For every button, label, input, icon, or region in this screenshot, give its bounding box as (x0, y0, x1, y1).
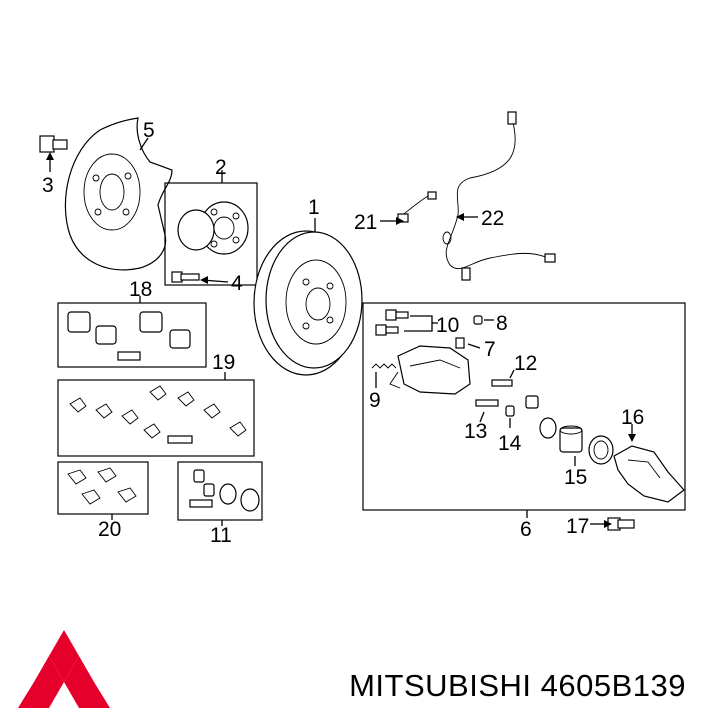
caliper-assembly-box (362, 302, 686, 511)
piston-part-15 (559, 425, 583, 453)
boot-part-14 (505, 405, 515, 417)
callout-19: 19 (212, 351, 235, 374)
hub-part (177, 201, 249, 255)
hardware-clips-part (69, 385, 247, 444)
part-number: 4605B139 (540, 668, 686, 703)
callout-10: 10 (436, 314, 459, 337)
callout-3: 3 (42, 174, 54, 197)
callout-5: 5 (143, 119, 155, 142)
hardware-kit-box (57, 379, 255, 457)
wire-part-21 (397, 191, 437, 223)
callout-22: 22 (481, 207, 504, 230)
callout-11: 11 (210, 524, 232, 547)
seal-kit-part (189, 469, 260, 512)
callout-20: 20 (98, 518, 121, 541)
dust-boot-part (588, 435, 614, 465)
pad-kit-box (57, 302, 207, 368)
callout-21: 21 (354, 211, 377, 234)
callout-17: 17 (566, 515, 589, 538)
spring-part-9 (371, 363, 397, 369)
bolt-part-4 (171, 271, 200, 283)
seal-kit-box (177, 461, 263, 521)
cap-part-8 (473, 315, 483, 325)
shim-kit-box (57, 461, 149, 515)
bleeder-part-7 (455, 337, 465, 349)
callout-12: 12 (514, 352, 537, 375)
bolt-part-3 (39, 135, 68, 153)
guide-pin-part-13 (475, 399, 499, 407)
callout-9: 9 (369, 389, 381, 412)
bolts-part-10 (375, 309, 409, 336)
brake-disc-part (253, 230, 363, 376)
callout-15: 15 (564, 466, 587, 489)
callout-18: 18 (129, 278, 152, 301)
caliper-body-part (389, 345, 471, 395)
callout-14: 14 (498, 432, 522, 455)
boot-part-a (525, 395, 539, 409)
shims-part (67, 467, 137, 505)
brand-name: MITSUBISHI (349, 668, 532, 703)
guide-pin-part-12 (491, 379, 513, 387)
callout-1: 1 (308, 196, 320, 219)
callout-16: 16 (621, 406, 644, 429)
dust-shield-part (64, 117, 173, 271)
brake-pads-part (67, 311, 191, 361)
callout-4: 4 (231, 272, 243, 295)
seal-ring-part (539, 417, 557, 439)
mitsubishi-logo (18, 630, 110, 708)
callout-7: 7 (484, 338, 496, 361)
caliper-bracket-part (613, 445, 685, 503)
part-caption: MITSUBISHI 4605B139 (349, 668, 686, 704)
callout-13: 13 (464, 420, 487, 443)
callout-2: 2 (215, 156, 227, 179)
hub-box (164, 182, 258, 286)
callout-6: 6 (520, 518, 532, 541)
callout-8: 8 (496, 312, 508, 335)
abs-sensor-wire-part (442, 111, 556, 281)
